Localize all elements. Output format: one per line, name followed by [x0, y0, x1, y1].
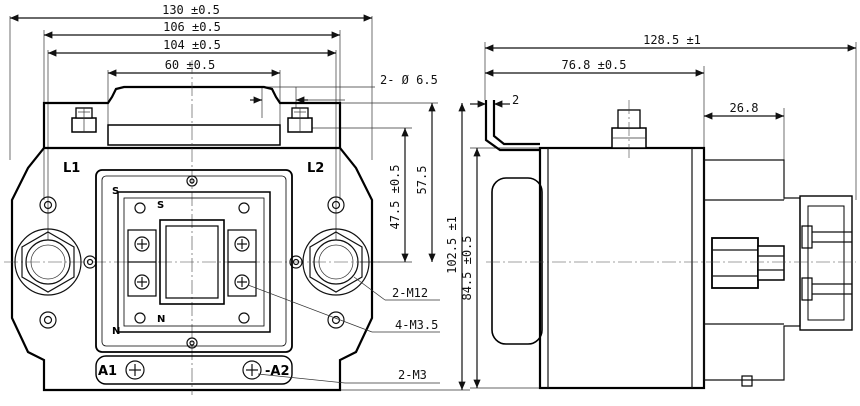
- mounting-bracket: [42, 85, 342, 148]
- side-bracket: [484, 100, 540, 152]
- side-screw-right: [289, 255, 303, 269]
- mounting-screw-bl: [39, 311, 57, 329]
- dim-26: 26.8: [704, 101, 785, 200]
- side-bottom-stud: [741, 375, 753, 387]
- side-body: [538, 146, 706, 390]
- callout-m35: 4-M3.5: [247, 284, 440, 333]
- dim-76-text: 76.8 ±0.5: [561, 58, 626, 72]
- dim-47: 47.5 ±0.5: [300, 127, 412, 263]
- terminal-label-l2: L2: [307, 161, 324, 176]
- coil-terminal-a2: [242, 360, 262, 380]
- aux-terminal-block-left: [127, 229, 157, 297]
- dim-26-text: 26.8: [730, 101, 759, 115]
- hole-callout: 2- Ø 6.5: [250, 73, 438, 118]
- dim-60: 60 ±0.5: [107, 58, 281, 125]
- terminal-label-l1: L1: [63, 161, 80, 176]
- main-terminal-right: [302, 228, 370, 296]
- side-aux-terminals: [799, 195, 853, 331]
- mounting-screw-tl: [39, 196, 57, 214]
- hole-callout-text: 2- Ø 6.5: [380, 73, 438, 87]
- callout-m35-text: 4-M3.5: [395, 318, 438, 332]
- dim-102: 102.5 ±1: [340, 103, 470, 391]
- callout-m3-text: 2-M3: [398, 368, 427, 382]
- coil-terminal-a1: [95, 355, 293, 385]
- coil-cover: [491, 177, 543, 345]
- dim-84: 84.5 ±0.5: [460, 147, 540, 389]
- dim-84-text: 84.5 ±0.5: [460, 235, 474, 300]
- auxiliary-switch-housing: [95, 169, 293, 353]
- dim-47-text: 47.5 ±0.5: [388, 164, 402, 229]
- pole-label-s-outer: S: [112, 186, 119, 197]
- mounting-screw-tr: [327, 196, 345, 214]
- dim-104-text: 104 ±0.5: [163, 38, 221, 52]
- side-view: 128.5 ±1 76.8 ±0.5 26.8 2 84.5 ±0.5: [460, 33, 857, 390]
- side-main-terminal: [711, 237, 785, 289]
- dim-130-text: 130 ±0.5: [162, 3, 220, 17]
- coil-label-a1: A1: [98, 364, 117, 379]
- pole-label-s-inner: S: [157, 200, 164, 211]
- bracket-plate: [107, 124, 281, 146]
- callout-m12: 2-M12: [353, 276, 440, 301]
- front-view: 130 ±0.5 106 ±0.5 104 ±0.5 60 ±0.5: [4, 3, 470, 395]
- dim-106-text: 106 ±0.5: [163, 20, 221, 34]
- dim-102-text: 102.5 ±1: [445, 216, 459, 274]
- dim-57-text: 57.5: [415, 166, 429, 195]
- dim-128-text: 128.5 ±1: [643, 33, 701, 47]
- dim-60-text: 60 ±0.5: [165, 58, 216, 72]
- top-stud-right: [287, 107, 313, 133]
- mounting-screw-br: [327, 311, 345, 329]
- aux-terminal-block-right: [227, 229, 257, 297]
- dim-130: 130 ±0.5: [9, 3, 373, 160]
- pole-label-n-outer: N: [112, 326, 120, 337]
- top-stud-left: [71, 107, 97, 133]
- dim-2-text: 2: [512, 93, 519, 107]
- pole-label-n-inner: N: [157, 314, 165, 325]
- main-terminal-left: [14, 228, 82, 296]
- dim-57: 57.5: [300, 102, 438, 262]
- callout-m12-text: 2-M12: [392, 286, 428, 300]
- front-body: [10, 146, 374, 392]
- callout-m3: 2-M3: [257, 368, 440, 384]
- dim-2: 2: [470, 93, 519, 108]
